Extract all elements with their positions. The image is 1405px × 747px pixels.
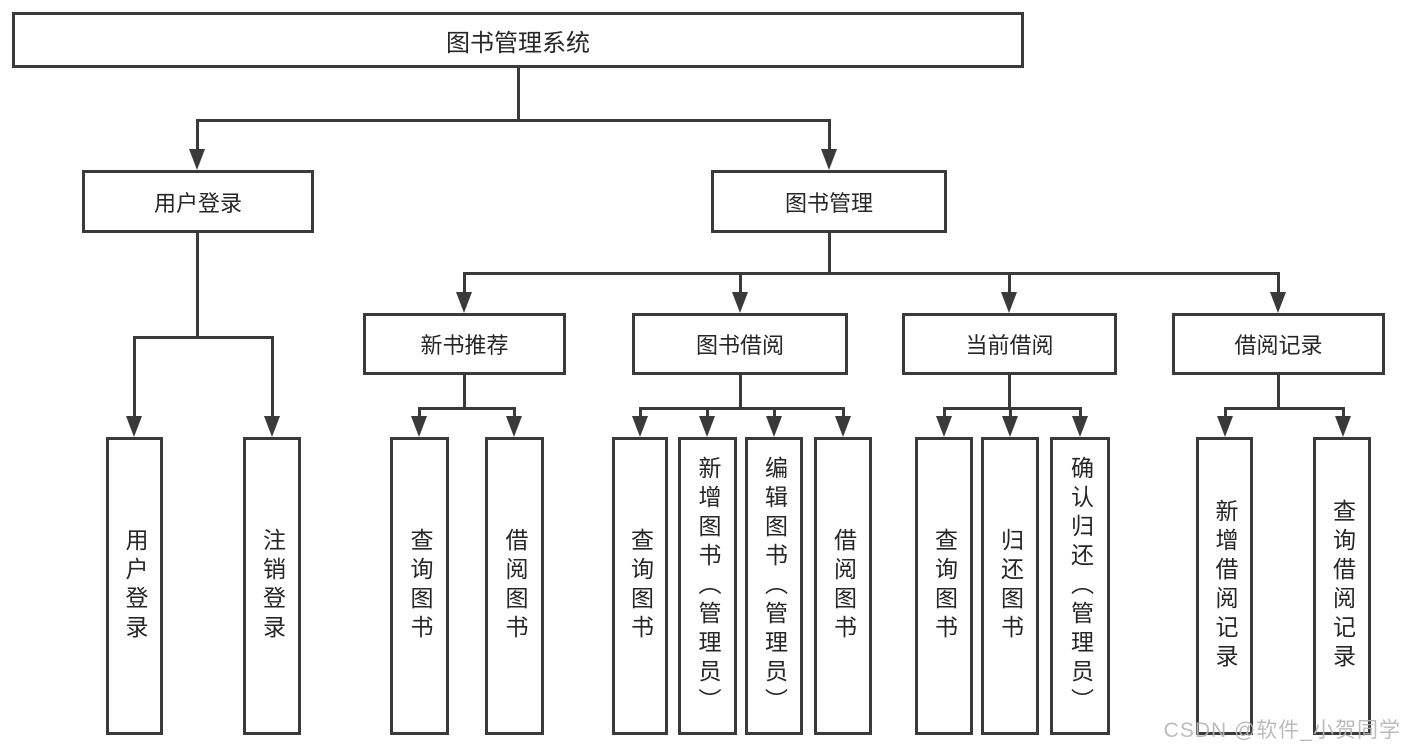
leaf-return-books: 归还图书 — [981, 437, 1039, 735]
connector-line — [827, 120, 831, 152]
node-label: 查询图书 — [931, 528, 958, 644]
leaf-borrow-books: 借阅图书 — [814, 437, 872, 735]
node-label: 用户登录 — [153, 190, 242, 216]
node-label: 确认归还（管理员） — [1067, 455, 1094, 717]
connector-line — [1078, 408, 1082, 419]
connector-line — [462, 273, 466, 295]
node-library-management-system: 图书管理系统 — [12, 12, 1024, 68]
connector-line — [638, 408, 642, 419]
leaf-add-books-admin: 新增图书（管理员） — [678, 437, 737, 735]
connector-line — [942, 408, 946, 419]
arrow-down-icon — [835, 416, 851, 437]
leaf-query-books-current: 查询图书 — [915, 437, 973, 735]
arrow-down-icon — [1217, 416, 1233, 437]
node-book-management: 图书管理 — [711, 170, 947, 233]
connector-line — [942, 406, 1082, 410]
connector-line — [1007, 273, 1011, 295]
arrow-down-icon — [456, 292, 472, 313]
node-label: 新书推荐 — [420, 333, 509, 358]
connector-line — [462, 375, 466, 409]
connector-line — [1276, 273, 1280, 295]
arrow-down-icon — [699, 416, 715, 437]
connector-line — [462, 271, 1280, 275]
leaf-user-login: 用户登录 — [106, 437, 163, 735]
arrow-down-icon — [1335, 416, 1351, 437]
csdn-watermark: CSDN @软件_小贺同学 — [1163, 719, 1401, 742]
connector-line — [512, 408, 516, 419]
arrow-down-icon — [1072, 416, 1088, 437]
connector-line — [705, 408, 709, 419]
connector-line — [638, 406, 845, 410]
node-label: 用户登录 — [122, 528, 148, 644]
connector-line — [195, 120, 199, 152]
node-current-borrowing: 当前借阅 — [902, 313, 1117, 375]
arrow-down-icon — [1001, 292, 1017, 313]
connector-line — [1341, 408, 1345, 419]
leaf-edit-books-admin: 编辑图书（管理员） — [745, 437, 803, 735]
connector-line — [417, 406, 516, 410]
node-label: 注销登录 — [259, 528, 286, 644]
arrow-down-icon — [264, 416, 280, 437]
arrow-down-icon — [1270, 292, 1286, 313]
node-label: 借阅记录 — [1234, 333, 1323, 358]
node-label: 归还图书 — [997, 528, 1024, 644]
node-label: 查询图书 — [407, 528, 433, 644]
node-label: 新增借阅记录 — [1212, 499, 1238, 673]
connector-line — [1223, 406, 1345, 410]
connector-line — [1008, 408, 1012, 419]
node-label: 借阅图书 — [830, 528, 857, 644]
leaf-borrow-books-recommend: 借阅图书 — [485, 437, 544, 735]
node-user-login: 用户登录 — [82, 170, 314, 233]
connector-line — [417, 408, 421, 419]
node-label: 图书管理 — [784, 190, 873, 216]
arrow-down-icon — [411, 416, 427, 437]
connector-line — [1276, 375, 1280, 409]
leaf-confirm-return-admin: 确认归还（管理员） — [1050, 437, 1110, 735]
connector-line — [738, 273, 742, 295]
node-label: 当前借阅 — [965, 333, 1054, 358]
arrow-down-icon — [936, 416, 952, 437]
arrow-down-icon — [821, 149, 837, 170]
arrow-down-icon — [632, 416, 648, 437]
arrow-down-icon — [766, 416, 782, 437]
connector-line — [841, 408, 845, 419]
node-label: 图书借阅 — [695, 333, 784, 358]
node-new-book-recommendation: 新书推荐 — [363, 313, 566, 375]
connector-line — [772, 408, 776, 419]
node-label: 查询图书 — [627, 528, 654, 644]
connector-line — [270, 337, 274, 419]
connector-line — [195, 233, 199, 338]
connector-line — [738, 375, 742, 409]
leaf-logout: 注销登录 — [243, 437, 301, 735]
node-label: 图书管理系统 — [446, 29, 590, 57]
leaf-query-borrowing-record: 查询借阅记录 — [1313, 437, 1371, 735]
connector-line — [195, 118, 831, 122]
node-label: 新增图书（管理员） — [695, 455, 721, 717]
node-label: 查询借阅记录 — [1329, 499, 1356, 673]
arrow-down-icon — [126, 416, 142, 437]
arrow-down-icon — [189, 149, 205, 170]
connector-line — [827, 233, 831, 274]
node-label: 编辑图书（管理员） — [761, 455, 788, 717]
arrow-down-icon — [506, 416, 522, 437]
connector-line — [132, 337, 136, 419]
node-label: 借阅图书 — [502, 528, 528, 644]
connector-line — [1007, 375, 1011, 409]
connector-line — [1223, 408, 1227, 419]
arrow-down-icon — [732, 292, 748, 313]
connector-line — [516, 68, 520, 121]
leaf-query-books-recommend: 查询图书 — [390, 437, 449, 735]
leaf-add-borrowing-record: 新增借阅记录 — [1196, 437, 1253, 735]
node-borrowing-records: 借阅记录 — [1172, 313, 1385, 375]
connector-line — [132, 335, 274, 339]
node-book-borrowing: 图书借阅 — [632, 313, 848, 375]
arrow-down-icon — [1002, 416, 1018, 437]
leaf-query-books-borrowing: 查询图书 — [612, 437, 668, 735]
